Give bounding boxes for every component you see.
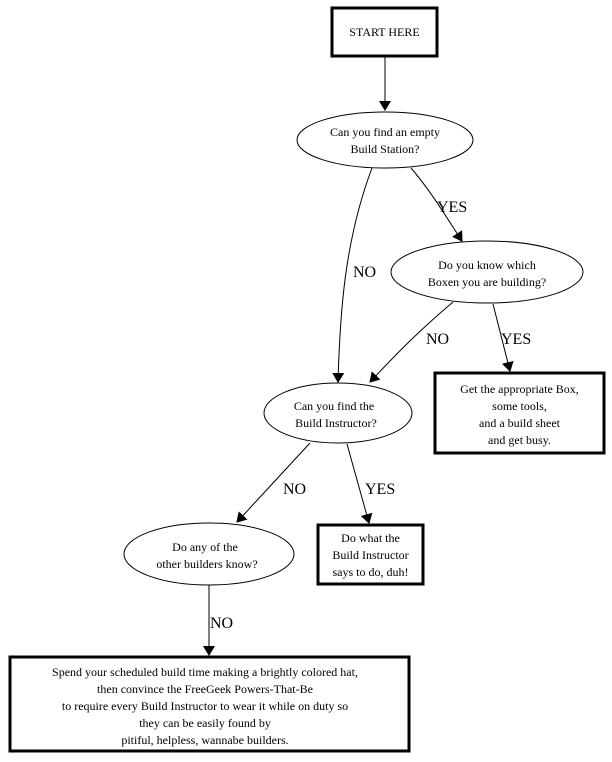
node-do-what-line-3: says to do, duh!: [333, 565, 409, 579]
node-q-instructor-line-1: Can you find the: [294, 399, 374, 413]
edge-label-instructor-no: NO: [283, 481, 306, 498]
edge-boxen-no: [369, 301, 454, 383]
node-do-what-line-1: Do what the: [341, 531, 400, 545]
node-q-station: Can you find an empty Build Station?: [296, 111, 474, 169]
node-q-station-line-1: Can you find an empty: [330, 125, 440, 139]
node-do-what: Do what the Build Instructor says to do,…: [316, 523, 425, 586]
edge-label-station-yes: YES: [437, 199, 467, 216]
edge-instructor-no: [236, 442, 311, 523]
node-start-text: START HERE: [349, 25, 419, 39]
node-q-builders-line-2: other builders know?: [156, 557, 257, 571]
node-get-box-line-2: some tools,: [492, 399, 547, 413]
node-hat-line-4: they can be easily found by: [139, 716, 271, 730]
node-q-builders-line-1: Do any of the: [172, 540, 238, 554]
edge-label-station-no: NO: [353, 264, 376, 281]
edge-station-no: [332, 167, 373, 383]
edge-label-instructor-yes: YES: [365, 481, 395, 498]
edge-station-yes: [410, 167, 463, 242]
node-hat: Spend your scheduled build time making a…: [8, 655, 411, 753]
node-do-what-line-2: Build Instructor: [332, 548, 408, 562]
node-get-box: Get the appropriate Box, some tools, and…: [433, 371, 606, 455]
edge-instructor-yes: [346, 443, 373, 524]
node-hat-line-2: then convince the FreeGeek Powers-That-B…: [97, 682, 313, 696]
edge-boxen-yes: [492, 303, 514, 372]
node-hat-line-1: Spend your scheduled build time making a…: [52, 665, 358, 679]
node-hat-line-5: pitiful, helpless, wannabe builders.: [121, 733, 288, 747]
edge-label-builders-no: NO: [210, 615, 233, 632]
node-q-boxen: Do you know which Boxen you are building…: [390, 240, 584, 304]
node-q-boxen-line-1: Do you know which: [438, 258, 536, 272]
edge-label-boxen-no: NO: [426, 331, 449, 348]
node-get-box-line-3: and a build sheet: [479, 416, 561, 430]
node-q-instructor-line-2: Build Instructor?: [295, 416, 377, 430]
node-hat-line-3: to require every Build Instructor to wea…: [62, 699, 348, 713]
node-q-boxen-line-2: Boxen you are building?: [428, 275, 546, 289]
edge-label-boxen-yes: YES: [501, 331, 531, 348]
node-q-builders: Do any of the other builders know?: [123, 522, 295, 586]
node-q-instructor: Can you find the Build Instructor?: [263, 382, 413, 444]
node-start: START HERE: [330, 6, 439, 58]
node-get-box-line-4: and get busy.: [488, 433, 551, 447]
node-q-station-line-2: Build Station?: [351, 142, 420, 156]
node-get-box-line-1: Get the appropriate Box,: [460, 382, 579, 396]
